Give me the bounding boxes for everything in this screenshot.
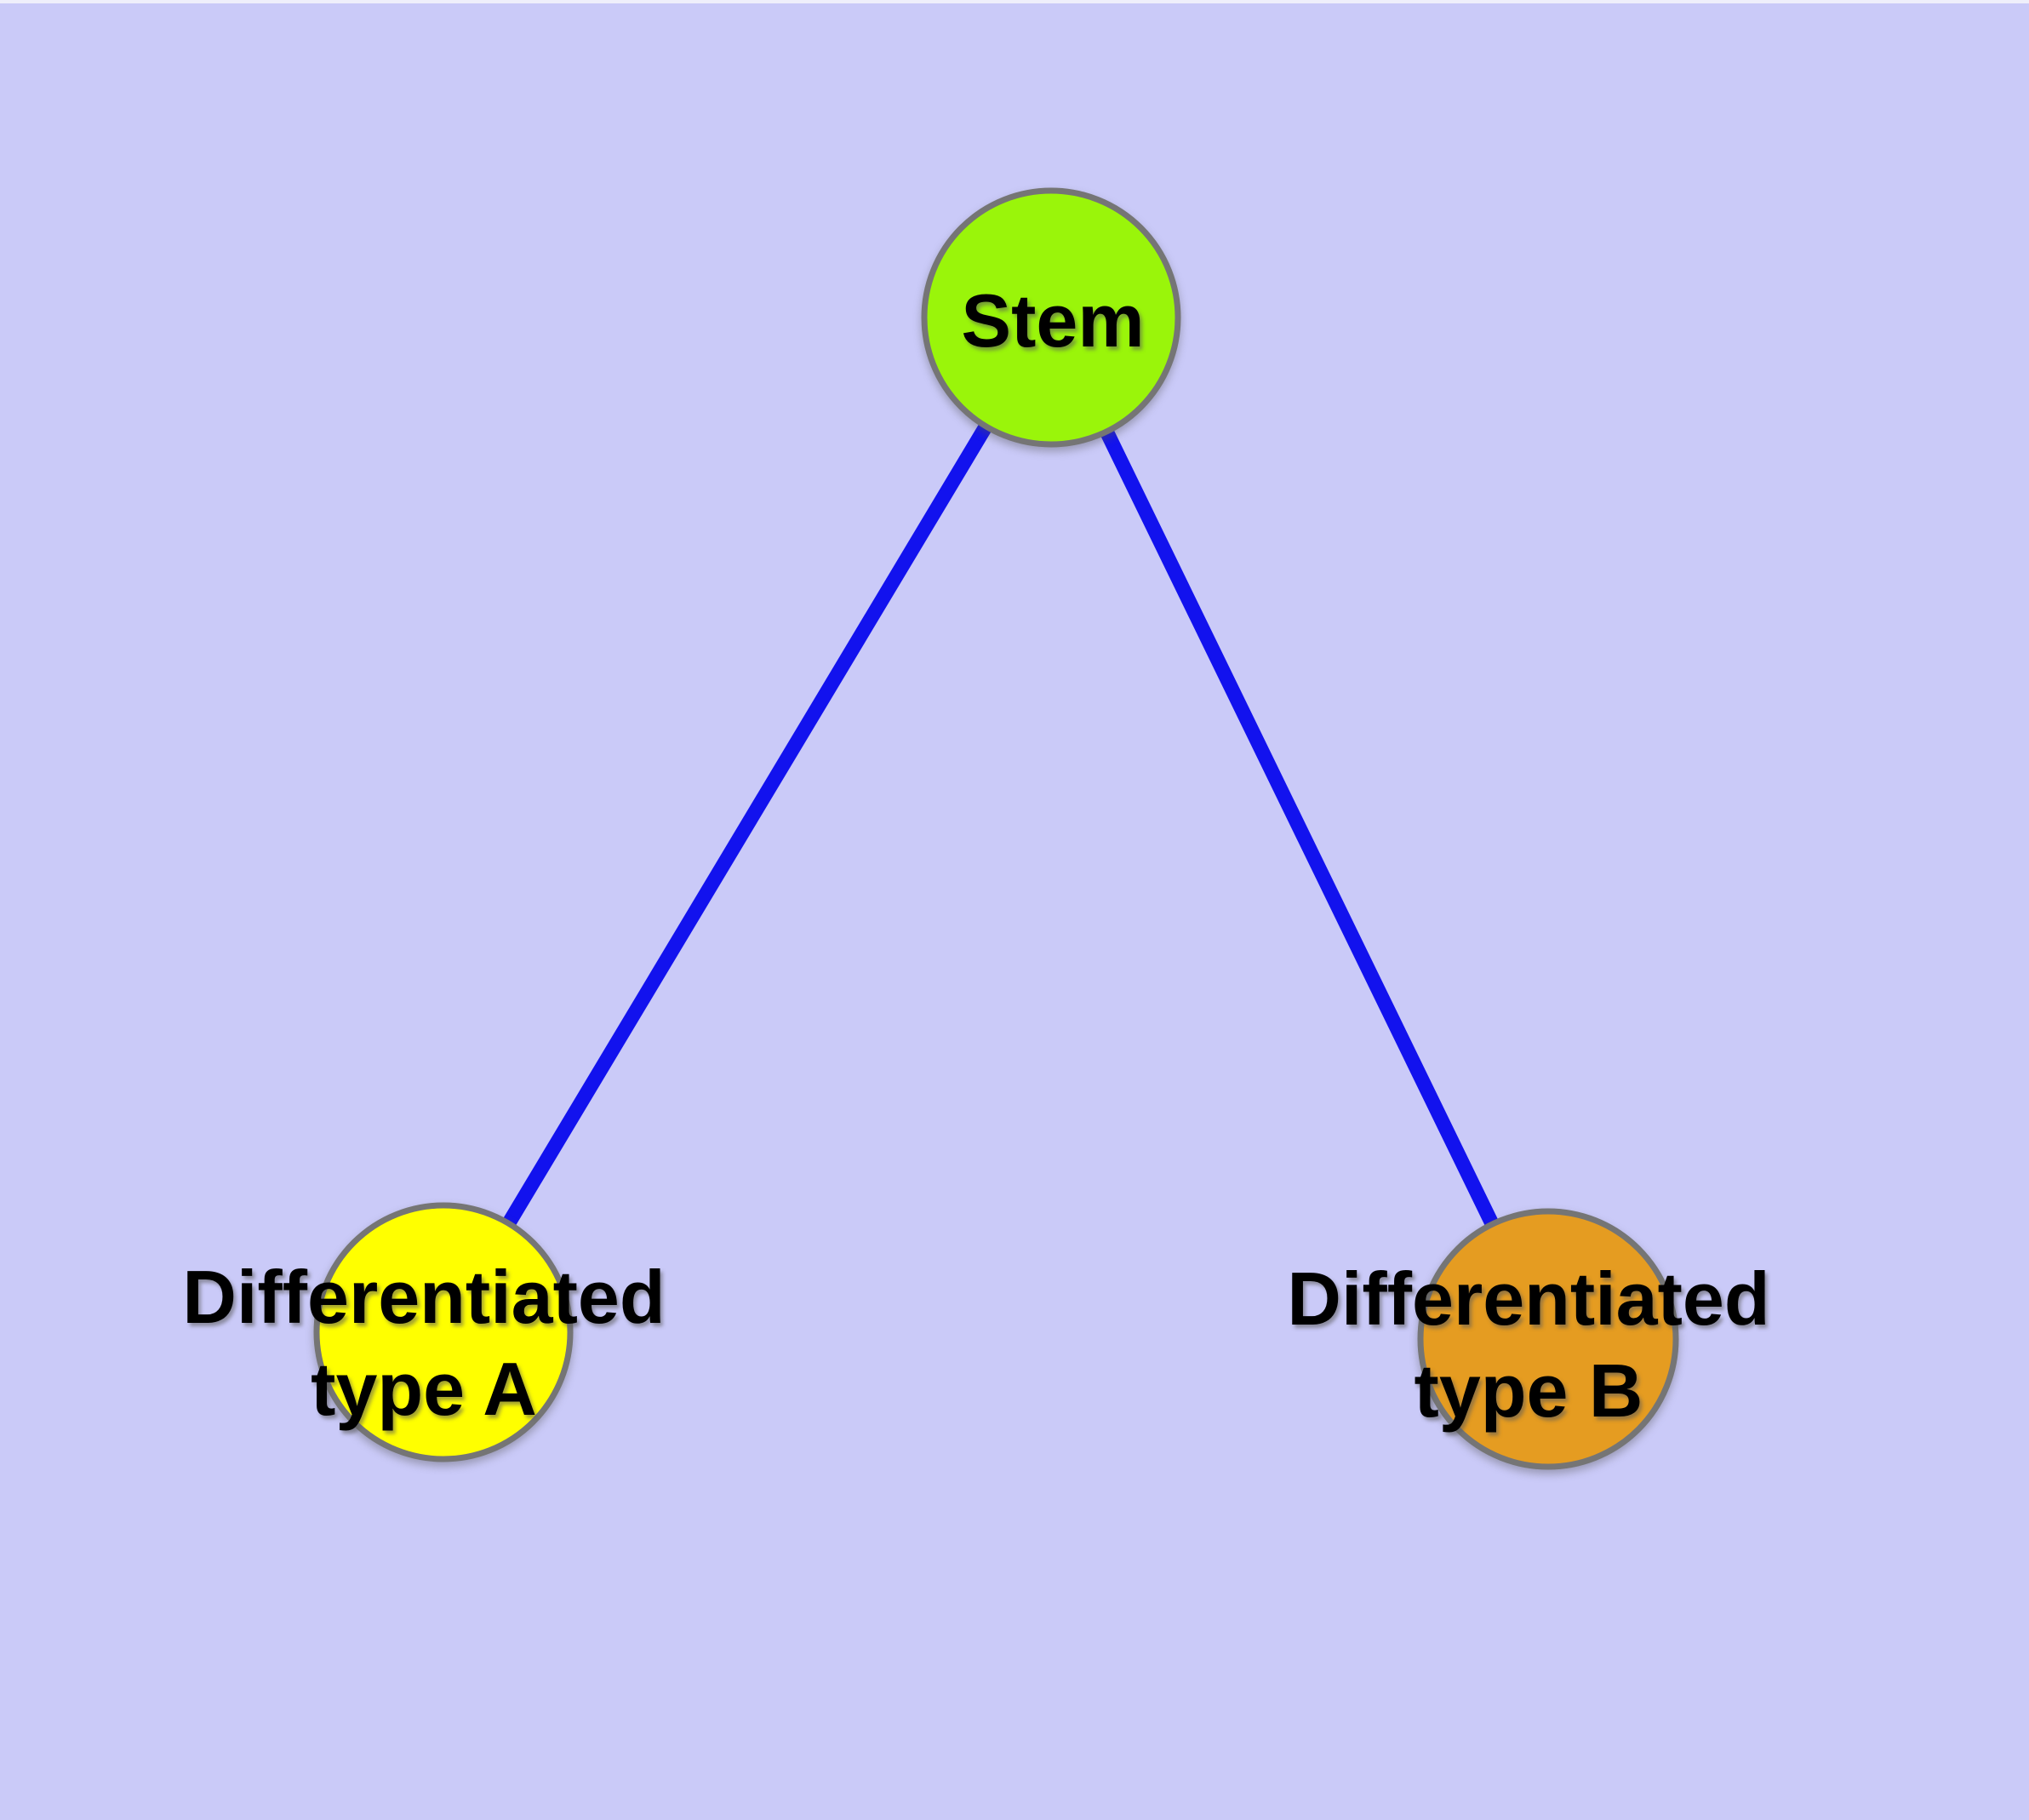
node-label-line: Differentiated — [182, 1255, 666, 1339]
node-type-a-label[interactable]: Differentiated type A — [182, 1251, 665, 1435]
node-label-line: Stem — [961, 278, 1145, 363]
node-type-b-circle[interactable] — [1417, 1208, 1679, 1470]
node-label-line: type B — [1414, 1348, 1643, 1433]
canvas-top-edge — [0, 0, 2029, 3]
edge-stem-to-type-a[interactable] — [437, 313, 1058, 1336]
node-type-b-label[interactable]: Differentiated type B — [1287, 1253, 1769, 1437]
node-stem-circle[interactable] — [921, 187, 1181, 448]
node-stem-label[interactable]: Stem — [961, 275, 1144, 367]
edge-stem-to-type-b[interactable] — [1044, 314, 1555, 1342]
node-type-a-circle[interactable] — [313, 1202, 574, 1462]
node-label-line: type A — [311, 1347, 537, 1431]
node-label-line: Differentiated — [1287, 1256, 1770, 1341]
